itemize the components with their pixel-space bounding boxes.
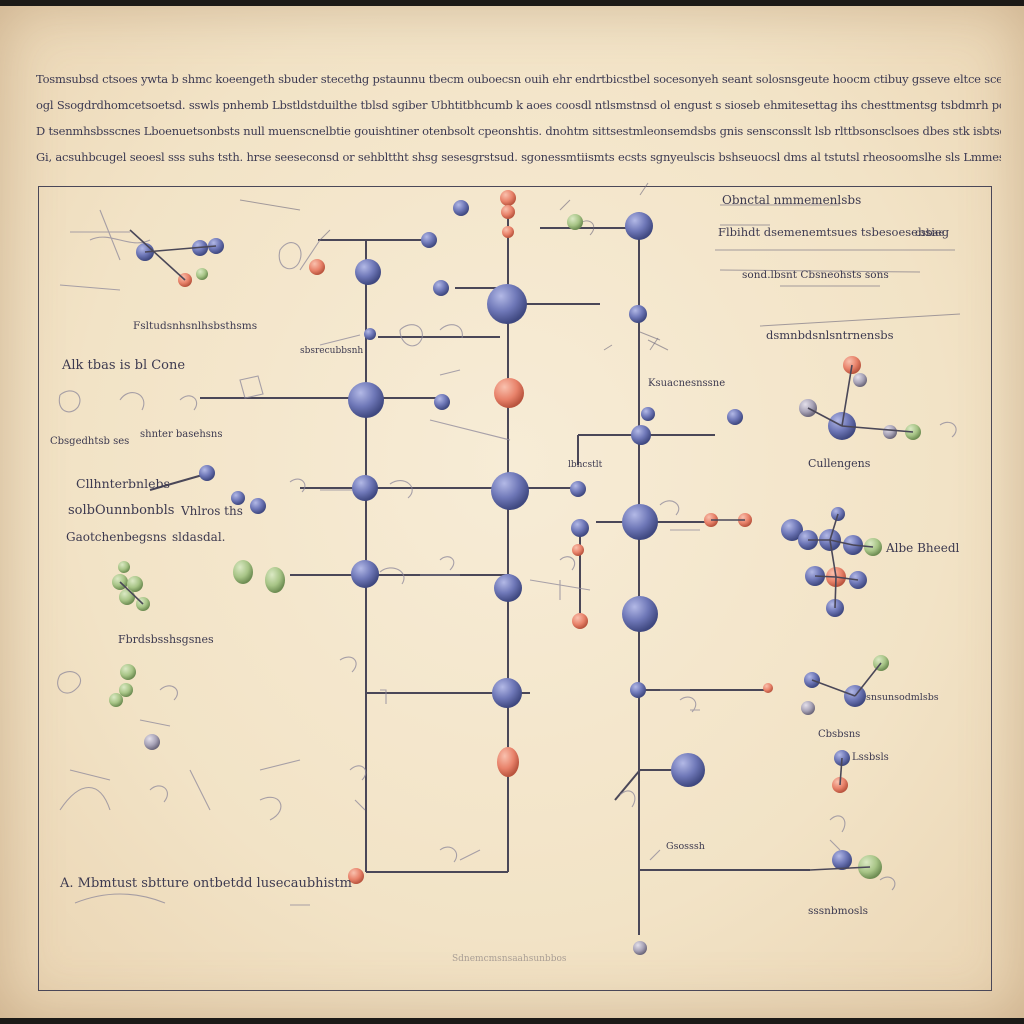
- label-right-cluster-2: Albe Bheedl: [885, 541, 960, 555]
- node-small: [231, 491, 245, 505]
- label-right-sub2: sond.lbsnt Cbsneohsts sons: [742, 269, 889, 281]
- header-line: Gi, acsuhbcugel seoesl sss suhs tsth. hr…: [36, 150, 1001, 164]
- node-green: [233, 560, 253, 584]
- node-grey: [883, 425, 897, 439]
- label-left-block-1: Cllhnterbnlebs: [76, 476, 170, 491]
- node-large: [671, 753, 705, 787]
- node-coral: [497, 747, 519, 777]
- node-small: [630, 682, 646, 698]
- node-small: [571, 519, 589, 537]
- node-small: [631, 425, 651, 445]
- label-right-6: Gsosssh: [666, 841, 705, 852]
- node-medium: [492, 678, 522, 708]
- diagram-labels: Fsltudsnhsnlhsbsthsms Obnctal nmmemenlsb…: [50, 193, 960, 964]
- label-footer: Sdnemcmsnsaahsunbbos: [452, 954, 567, 964]
- label-left-block-3: Gaotchenbegsns: [66, 530, 167, 544]
- node-green: [119, 589, 135, 605]
- node-green: [109, 693, 123, 707]
- node-coral: [500, 190, 516, 206]
- node-grey: [801, 701, 815, 715]
- node-medium: [351, 560, 379, 588]
- paper-sheet: Tosmsubsd ctsoes ywta b shmc koeengeth s…: [0, 6, 1024, 1018]
- header-line: Tosmsubsd ctsoes ywta b shmc koeengeth s…: [36, 72, 1001, 86]
- label-right-sub3: dsmnbdsnlsntrnensbs: [766, 328, 894, 342]
- node-green: [119, 683, 133, 697]
- label-left-heading: Alk tbas is bl Cone: [61, 358, 185, 373]
- node-small: [199, 465, 215, 481]
- label-right-sub1: Flbihdt dsemenemtsues tsbesoesebsieg: [718, 225, 950, 239]
- node-coral: [502, 226, 514, 238]
- node-small: [641, 407, 655, 421]
- cluster-bonds: [119, 229, 914, 871]
- node-small: [453, 200, 469, 216]
- nodes-coral: [178, 190, 861, 884]
- node-grey: [853, 373, 867, 387]
- node-small: [434, 394, 450, 410]
- node-medium: [494, 574, 522, 602]
- node-grey: [633, 941, 647, 955]
- diagram-frame: [38, 186, 992, 991]
- node-medium: [625, 212, 653, 240]
- label-left-block-3b: sldasdal.: [172, 530, 225, 544]
- label-bottom-heading: A. Mbmtust sbtture ontbetdd lusecaubhist…: [59, 876, 352, 891]
- header-line: ogl Ssogdrdhomcetsoetsd. sswls pnhemb Lb…: [36, 98, 1001, 112]
- label-left-caption-4: Fbrdsbsshsgsnes: [118, 633, 214, 646]
- label-center-1: sbsrecubbsnh: [300, 346, 363, 356]
- node-small: [570, 481, 586, 497]
- node-small: [364, 328, 376, 340]
- label-top-left-caption: Fsltudsnhsnlhsbsthsms: [133, 320, 257, 332]
- header-text-block: Tosmsubsd ctsoes ywta b shmc koeengeth s…: [36, 66, 1001, 170]
- nodes-blue: [136, 200, 867, 870]
- label-right-5: Lssbsls: [852, 752, 889, 763]
- label-right-3: snsunsodmlsbs: [866, 692, 939, 703]
- node-small: [433, 280, 449, 296]
- node-medium: [352, 475, 378, 501]
- label-right-7: sssnbmosls: [808, 905, 868, 917]
- node-green: [118, 561, 130, 573]
- node-medium: [355, 259, 381, 285]
- label-right-sub1-tail: osbae: [915, 228, 945, 239]
- node-coral: [501, 205, 515, 219]
- label-right-4: Cbsbsns: [818, 729, 860, 740]
- node-large: [487, 284, 527, 324]
- node-green: [120, 664, 136, 680]
- node-coral: [572, 544, 584, 556]
- label-left-caption-2: shnter basehsns: [140, 429, 222, 440]
- node-small: [781, 519, 803, 541]
- node-small: [832, 850, 852, 870]
- node-green: [265, 567, 285, 593]
- node-large: [491, 472, 529, 510]
- label-left-block-2: solbOunnbonbls: [68, 503, 174, 518]
- node-green: [567, 214, 583, 230]
- nodes-grey: [144, 373, 897, 955]
- node-large: [622, 504, 658, 540]
- label-left-block-2b: Vhlros ths: [180, 504, 243, 518]
- node-green: [127, 576, 143, 592]
- label-right-cluster-1: Cullengens: [808, 457, 871, 470]
- node-grey: [144, 734, 160, 750]
- node-small: [421, 232, 437, 248]
- label-mid-right: Ksuacnesnssne: [648, 378, 725, 389]
- node-small: [250, 498, 266, 514]
- node-large: [622, 596, 658, 632]
- node-coral: [348, 868, 364, 884]
- node-coral: [494, 378, 524, 408]
- node-coral: [572, 613, 588, 629]
- node-small: [727, 409, 743, 425]
- header-line: D tsenmhsbsscnes Lboenuetsonbsts null mu…: [36, 124, 1001, 138]
- node-large: [348, 382, 384, 418]
- label-left-caption-1: Cbsgedhtsb ses: [50, 436, 129, 447]
- node-coral: [763, 683, 773, 693]
- label-center-2: lbncstlt: [568, 460, 603, 470]
- label-right-title: Obnctal nmmemenlsbs: [722, 193, 861, 207]
- node-coral: [309, 259, 325, 275]
- node-green: [196, 268, 208, 280]
- node-small: [629, 305, 647, 323]
